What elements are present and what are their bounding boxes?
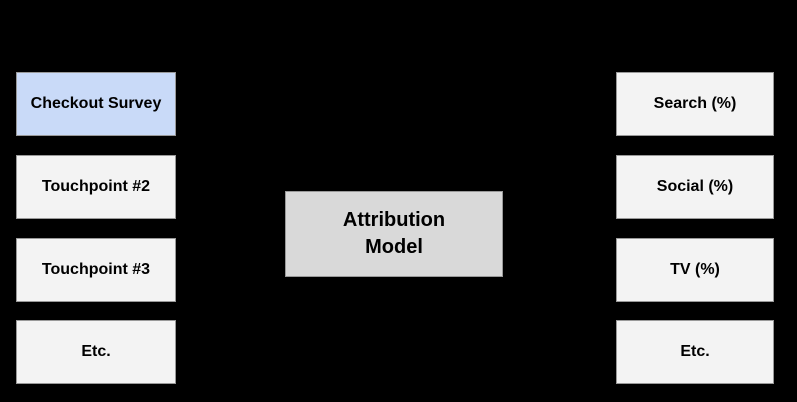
output-node-search: Search (%) (616, 72, 774, 136)
arrowhead-model (280, 229, 288, 237)
output-node-label: Social (%) (656, 178, 734, 195)
input-node-etc: Etc. (16, 320, 176, 384)
input-node-checkout-survey: Checkout Survey (16, 72, 176, 136)
connector-input-4 (176, 233, 231, 353)
connector-output-4 (559, 233, 614, 353)
input-node-touchpoint-3: Touchpoint #3 (16, 238, 176, 302)
output-node-label: TV (%) (670, 261, 720, 278)
input-node-label: Checkout Survey (30, 95, 162, 112)
input-node-label: Touchpoint #3 (41, 261, 151, 278)
connector-input-1 (176, 103, 282, 234)
connector-output-1 (503, 103, 614, 234)
output-node-tv: TV (%) (616, 238, 774, 302)
input-node-touchpoint-2: Touchpoint #2 (16, 155, 176, 219)
input-node-label: Etc. (81, 343, 111, 360)
attribution-model-node: Attribution Model (285, 191, 503, 277)
output-node-label: Etc. (680, 343, 710, 360)
output-node-label: Search (%) (653, 95, 737, 112)
input-node-label: Touchpoint #2 (41, 178, 151, 195)
output-node-social: Social (%) (616, 155, 774, 219)
attribution-model-label: Attribution Model (342, 209, 446, 258)
output-node-etc: Etc. (616, 320, 774, 384)
